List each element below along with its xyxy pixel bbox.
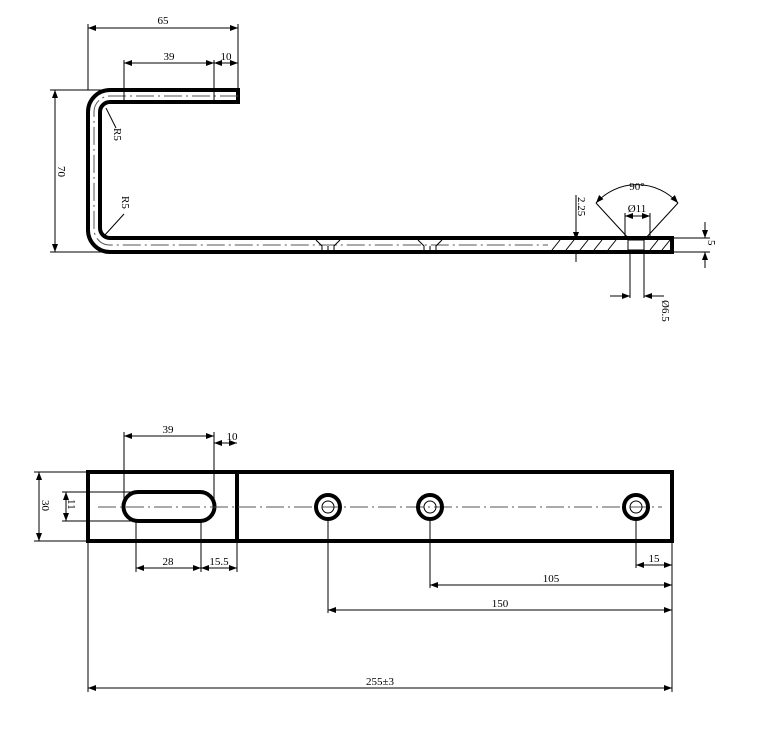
- top-end-label: 10: [221, 51, 233, 63]
- depth-label: 2.25: [575, 197, 587, 217]
- radius-upper-label: R5: [111, 128, 123, 141]
- side-view: 90° Ø11 2.25 5 Ø6.5 65 39 10 70 R5: [50, 15, 717, 322]
- radius-lower-label: R5: [119, 196, 131, 209]
- hole-dia-label: Ø6.5: [659, 300, 671, 322]
- countersink-dia-label: Ø11: [628, 203, 647, 215]
- hole-dim-150-label: 150: [492, 598, 509, 610]
- countersink-angle-label: 90°: [629, 181, 644, 193]
- bracket-outer-profile: [86, 88, 674, 254]
- hidden-hole-marks: [315, 239, 443, 252]
- slot-length-label: 28: [163, 556, 175, 568]
- overall-length-label: 255±3: [366, 676, 395, 688]
- slot-end-label: 10: [227, 431, 239, 443]
- angle-arc: [595, 184, 679, 204]
- side-centerline: [93, 95, 548, 246]
- hole-dim-15-label: 15: [649, 553, 661, 565]
- thickness-label: 5: [705, 240, 717, 246]
- plate-outline: [86, 470, 674, 543]
- plan-view: 39 10 30 11 28 15.5 15 105 150 255±3: [34, 424, 674, 692]
- height-label: 70: [55, 166, 67, 178]
- slot-span-label: 39: [163, 424, 175, 436]
- width-label: 30: [39, 500, 51, 512]
- width-65-label: 65: [158, 15, 170, 27]
- top-leg-label: 39: [164, 51, 176, 63]
- slot: [121, 490, 217, 523]
- hole-dim-105-label: 105: [543, 573, 560, 585]
- slot-width-label: 11: [65, 499, 77, 510]
- section-hatch: [551, 239, 671, 251]
- slot-offset-label: 15.5: [209, 556, 229, 568]
